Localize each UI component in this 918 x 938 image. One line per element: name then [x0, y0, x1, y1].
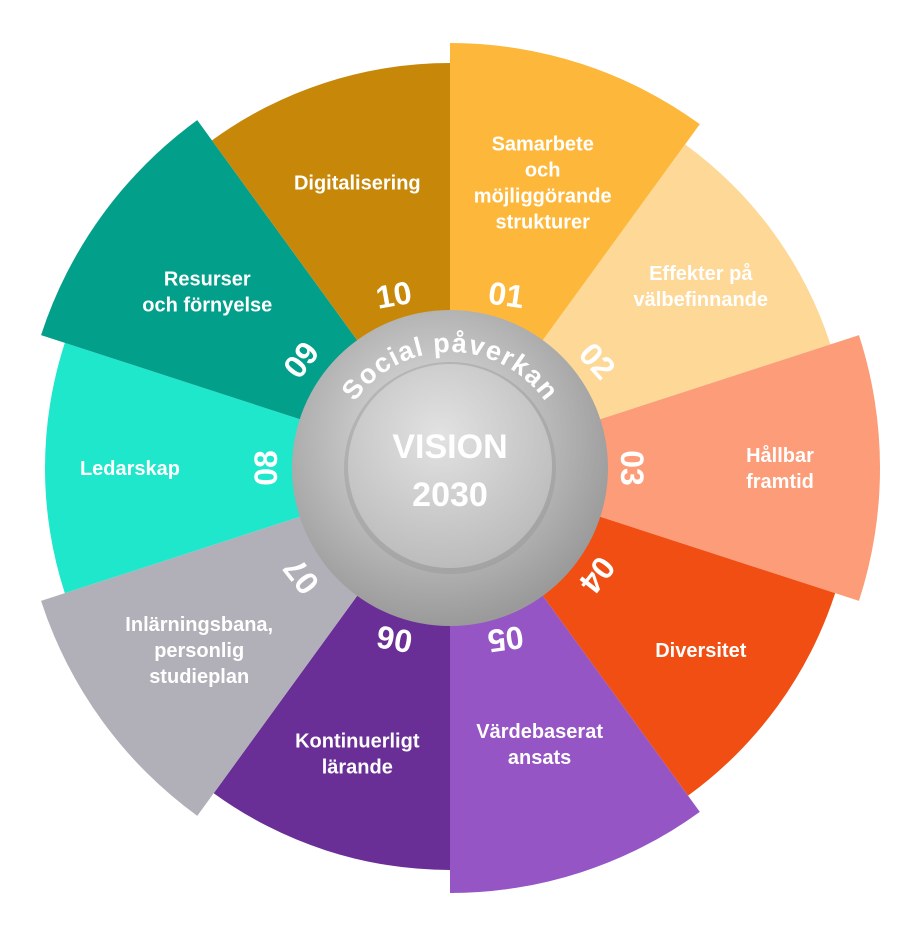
- segment-number-06: 06: [374, 618, 415, 660]
- segment-03: [564, 335, 880, 601]
- segment-label-10: Digitalisering: [294, 173, 421, 195]
- center-title-line1: VISION: [392, 428, 507, 466]
- segment-01: [450, 43, 700, 371]
- segment-label-line: personlig: [154, 640, 244, 662]
- segment-number-05: 05: [485, 619, 525, 660]
- hub-center-disc: [348, 364, 552, 568]
- segment-label-line: studieplan: [149, 666, 249, 688]
- segment-label-line: Resurser: [164, 269, 251, 291]
- segment-label-line: Värdebaserat: [476, 721, 603, 743]
- segment-label-line: Hållbar: [746, 444, 814, 467]
- segment-label-08: Ledarskap: [80, 458, 180, 480]
- segment-04: [520, 505, 836, 796]
- segment-label-line: framtid: [746, 471, 814, 493]
- segment-label-03: Hållbar framtid: [746, 444, 814, 493]
- segment-label-line: Kontinuerligt: [295, 730, 420, 752]
- segment-number-08: 08: [248, 450, 284, 486]
- segment-label-line: och förnyelse: [142, 295, 272, 317]
- segment-label-line: möjliggörande: [474, 186, 612, 208]
- segment-label-line: strukturer: [495, 212, 590, 234]
- segment-label-line: Ledarskap: [80, 458, 180, 480]
- segment-label-line: lärande: [322, 756, 393, 778]
- segment-label-line: Digitalisering: [294, 173, 421, 195]
- segment-number-01: 01: [486, 275, 526, 316]
- center-hub: Social påverkan VISION 2030: [292, 310, 608, 626]
- segment-label-line: och: [525, 160, 561, 182]
- segment-09: [41, 120, 380, 431]
- segment-07: [41, 505, 380, 816]
- segments-layer: [41, 43, 880, 893]
- segment-08: [44, 342, 336, 594]
- segment-label-07: Inlärningsbana, personlig studieplan: [125, 614, 273, 688]
- segment-label-line: Diversitet: [655, 640, 746, 662]
- segment-label-01: Samarbete och möjliggörande strukturer: [474, 134, 612, 234]
- segment-label-04: Diversitet: [655, 640, 746, 662]
- segment-02: [520, 144, 831, 431]
- segment-label-09: Resurser och förnyelse: [142, 269, 272, 317]
- segment-label-line: ansats: [508, 747, 571, 769]
- segment-label-line: välbefinnande: [634, 289, 768, 311]
- segment-10: [211, 62, 450, 371]
- segment-number-03: 03: [614, 450, 650, 486]
- segment-label-05: Värdebaserat ansats: [476, 721, 603, 769]
- center-title-line2: 2030: [412, 476, 488, 514]
- segment-label-02: Effekter på välbefinnande: [634, 262, 768, 311]
- segment-05: [450, 565, 700, 893]
- segment-label-line: Samarbete: [492, 134, 594, 156]
- segment-number-10: 10: [373, 274, 414, 316]
- segment-label-06: Kontinuerligt lärande: [295, 730, 420, 778]
- segment-label-line: Inlärningsbana,: [125, 614, 273, 636]
- segment-label-line: Effekter på: [649, 262, 753, 285]
- segment-06: [213, 565, 450, 870]
